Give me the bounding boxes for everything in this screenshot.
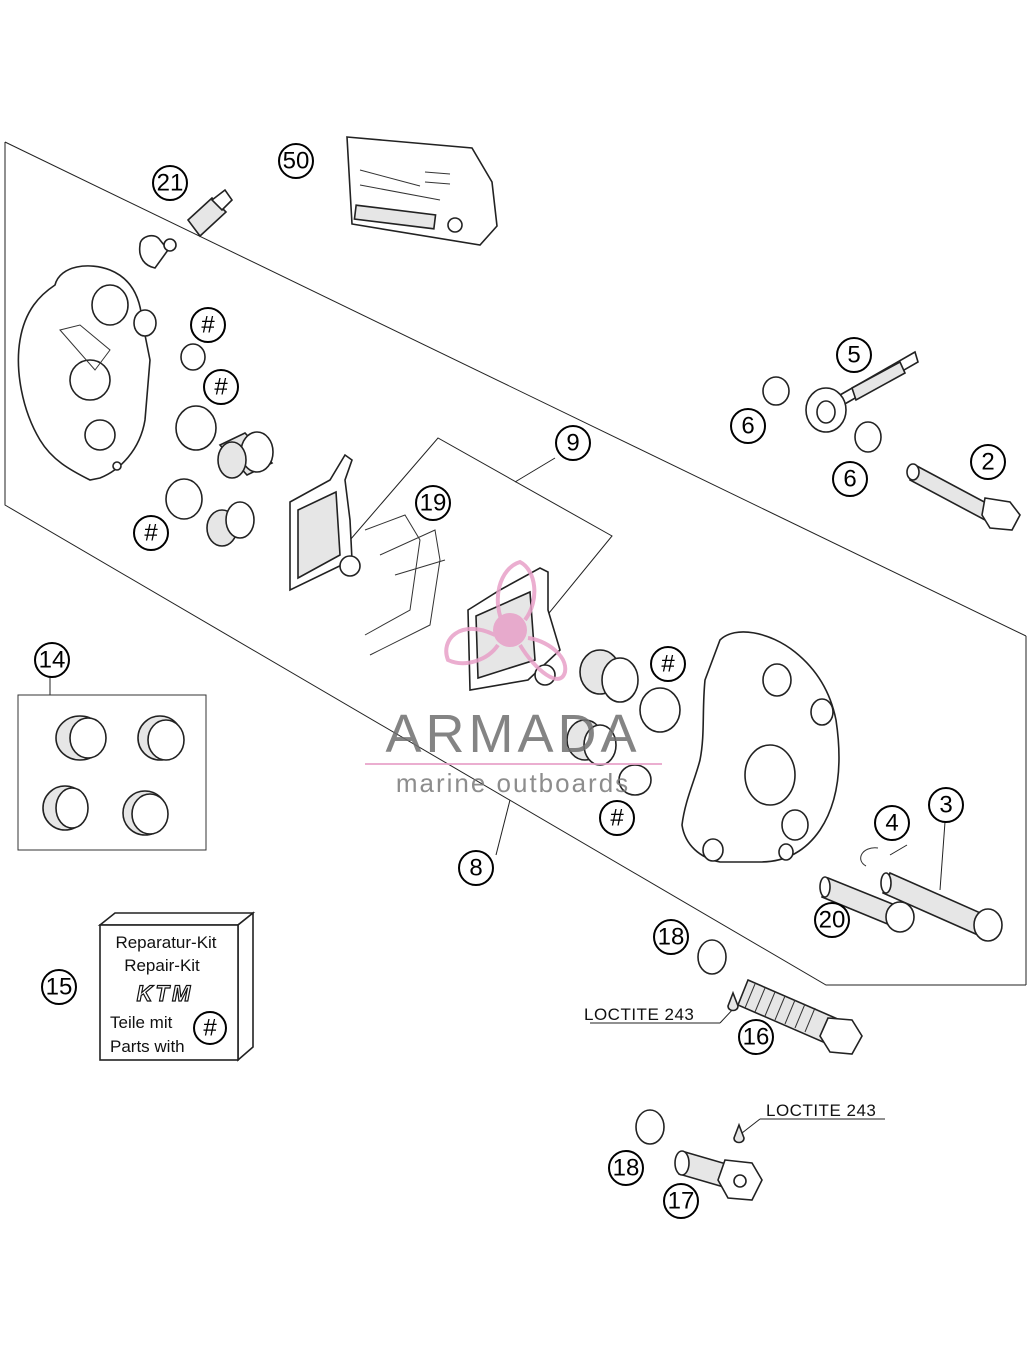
callout-4: 4	[874, 805, 910, 841]
part-caliper-half-left	[17, 265, 157, 481]
callout-20: 20	[814, 902, 850, 938]
watermark: ARMADA marine outboards	[365, 559, 662, 798]
svg-text:20: 20	[819, 907, 846, 934]
callout-9: 9	[555, 425, 591, 461]
part-seals-pistons-lower	[566, 649, 681, 796]
repair-kit-line-3: Teile mit	[110, 1013, 173, 1032]
callout-hash-4: #	[650, 646, 686, 682]
ktm-logo-text: KTM	[137, 981, 194, 1006]
callout-hash-1: #	[190, 307, 226, 343]
svg-text:14: 14	[39, 647, 66, 674]
svg-text:4: 4	[885, 810, 898, 837]
callout-17: 17	[663, 1183, 699, 1219]
part-14-piston-set	[17, 694, 207, 851]
part-20-bolt	[819, 876, 915, 933]
repair-kit-line-4: Parts with	[110, 1037, 185, 1056]
svg-text:15: 15	[46, 974, 73, 1001]
loctite-drop-lower	[733, 1122, 745, 1144]
repair-kit-line-2: Repair-Kit	[124, 956, 200, 975]
part-19-pad-spring	[364, 514, 446, 656]
callout-hash-5: #	[599, 800, 635, 836]
propeller-logo-icon	[444, 559, 568, 681]
part-21-bleeder-screw	[138, 188, 234, 269]
svg-text:6: 6	[741, 413, 754, 440]
callout-6a: 6	[730, 408, 766, 444]
part-3-guide-pin	[880, 871, 1003, 942]
part-seals-pistons-upper	[165, 343, 274, 547]
loctite-drop-upper	[727, 990, 739, 1012]
part-17-mounting-bolt	[674, 1150, 763, 1201]
watermark-brand: ARMADA	[385, 704, 640, 764]
part-16-mounting-bolt	[736, 978, 863, 1055]
callout-21: 21	[152, 165, 188, 201]
watermark-tagline: marine outboards	[396, 768, 630, 798]
svg-text:3: 3	[939, 792, 952, 819]
callout-8: 8	[458, 850, 494, 886]
svg-text:21: 21	[157, 170, 184, 197]
svg-text:#: #	[144, 520, 158, 547]
callout-19: 19	[415, 485, 451, 521]
assembly-frame-lines	[4, 141, 1027, 1134]
callout-50: 50	[278, 143, 314, 179]
svg-text:8: 8	[469, 855, 482, 882]
part-50-bleeding-tool	[346, 136, 498, 246]
part-2-guide-pin	[906, 463, 1021, 531]
loctite-label-lower: LOCTITE 243	[766, 1101, 876, 1120]
svg-text:6: 6	[843, 466, 856, 493]
repair-kit-line-1: Reparatur-Kit	[115, 933, 216, 952]
callout-16: 16	[738, 1019, 774, 1055]
svg-text:16: 16	[743, 1024, 770, 1051]
svg-text:2: 2	[981, 449, 994, 476]
callout-5: 5	[836, 337, 872, 373]
svg-text:5: 5	[847, 342, 860, 369]
svg-text:18: 18	[613, 1155, 640, 1182]
part-6-copper-washers	[762, 376, 882, 453]
svg-text:18: 18	[658, 924, 685, 951]
svg-text:#: #	[201, 312, 215, 339]
callout-15: 15	[41, 969, 77, 1005]
part-4-circlip	[860, 847, 879, 867]
svg-text:9: 9	[566, 430, 579, 457]
part-18-washer-lower	[635, 1109, 665, 1145]
callout-2: 2	[970, 444, 1006, 480]
callout-hash-3: #	[133, 515, 169, 551]
part-caliper-half-right	[681, 631, 840, 863]
part-18-washer-upper	[697, 939, 727, 975]
svg-text:19: 19	[420, 490, 447, 517]
svg-text:#: #	[610, 805, 624, 832]
callout-14: 14	[34, 642, 70, 678]
callout-18b: 18	[608, 1150, 644, 1186]
svg-text:#: #	[214, 374, 228, 401]
callout-6b: 6	[832, 461, 868, 497]
svg-text:50: 50	[283, 148, 310, 175]
loctite-label-upper: LOCTITE 243	[584, 1005, 694, 1024]
repair-kit-hash-badge-text: #	[203, 1015, 217, 1042]
svg-text:#: #	[661, 651, 675, 678]
callout-3: 3	[928, 787, 964, 823]
part-5-brake-line-banjo	[805, 350, 919, 433]
svg-text:17: 17	[668, 1188, 695, 1215]
repair-kit-hash-badge	[193, 1011, 227, 1045]
callout-18a: 18	[653, 919, 689, 955]
callout-hash-2: #	[203, 369, 239, 405]
